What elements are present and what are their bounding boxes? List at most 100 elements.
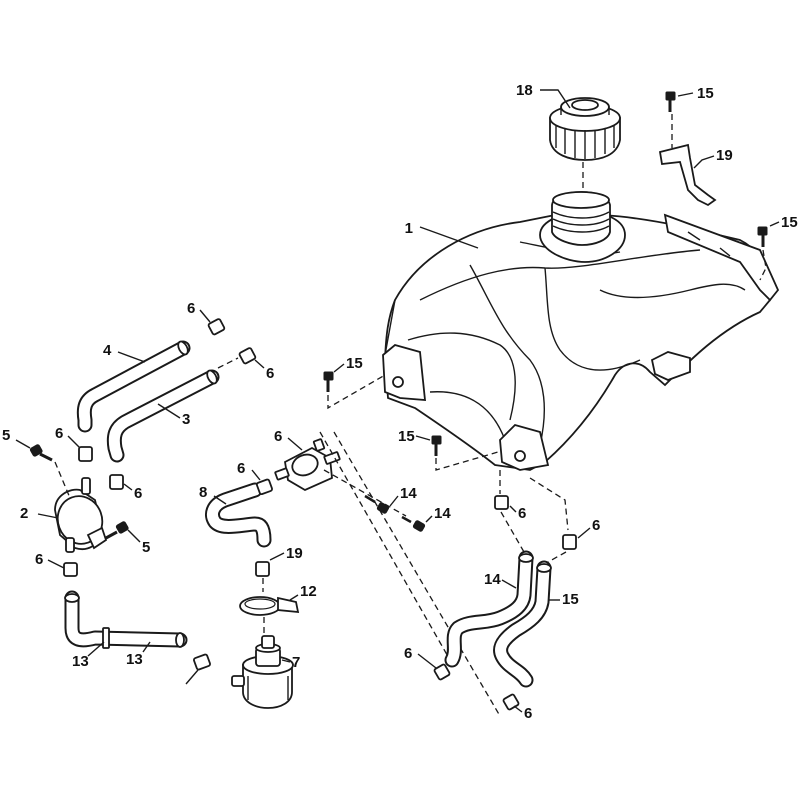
leader-14a: [501, 579, 517, 589]
clip-6-h: [562, 534, 577, 550]
callout-17: 18: [516, 82, 533, 99]
hose-10-11: [64, 590, 188, 649]
bolt-front-mid: [431, 435, 442, 456]
leader-5a: [15, 439, 31, 449]
callout-16: 19: [716, 147, 733, 164]
dashline-petcock-a: [319, 431, 451, 661]
screw-13-a: [364, 494, 390, 514]
fuel-pump: [54, 477, 108, 553]
leader-15a: [677, 92, 694, 97]
leader-13a: [389, 495, 399, 507]
leader-15c: [333, 363, 345, 373]
dashline-6b: [217, 357, 239, 369]
fuel-cap: [549, 97, 621, 161]
callout-15d: 15: [398, 428, 415, 445]
clamp-12: [239, 596, 300, 616]
callout-6a: 6: [187, 300, 195, 317]
dashline-petcock-b: [333, 431, 501, 717]
callout-1: 1: [405, 220, 413, 237]
leader-6a: [199, 309, 211, 323]
callout-6g: 6: [518, 505, 526, 522]
bolt-right: [757, 226, 768, 247]
leader-6g: [509, 505, 517, 513]
leader-7: [281, 659, 291, 663]
callout-14a: 14: [484, 571, 501, 588]
leader-5b: [127, 529, 141, 543]
callout-18: 19: [286, 545, 303, 562]
bolt-top: [665, 91, 676, 112]
leader-15b: [769, 221, 780, 227]
leader-16: [693, 155, 715, 169]
leader-8: [287, 437, 303, 451]
callout-6c: 6: [55, 425, 63, 442]
callout-9: 8: [199, 484, 207, 501]
callout-13b: 14: [434, 505, 451, 522]
callout-14b: 15: [562, 591, 579, 608]
leader-2: [37, 513, 59, 519]
clip-6-g: [494, 495, 509, 510]
callout-5b: 5: [142, 539, 150, 556]
clip-6-d: [109, 474, 124, 490]
leader-6f: [251, 469, 261, 481]
leader-6j: [513, 705, 523, 713]
leader-4: [117, 351, 146, 363]
callout-8: 6: [274, 428, 282, 445]
callout-6d: 6: [134, 485, 142, 502]
callout-15a: 15: [697, 85, 714, 102]
clip-19: [193, 653, 211, 671]
bolt-front-left: [323, 371, 334, 392]
screw-5-b: [105, 521, 129, 540]
fuel-valve: [231, 635, 294, 709]
clip-6-b: [238, 347, 257, 365]
leader-6h: [577, 527, 591, 539]
leader-6b: [254, 359, 265, 369]
callout-6e: 6: [35, 551, 43, 568]
leader-3: [157, 403, 181, 419]
callout-15b: 15: [781, 214, 798, 231]
callout-10: 13: [126, 651, 143, 668]
callout-6j: 6: [524, 705, 532, 722]
bracket: [658, 143, 717, 207]
leader-10: [142, 641, 151, 653]
callout-6i: 6: [404, 645, 412, 662]
leader-1: [419, 226, 479, 249]
hose-3: [106, 369, 220, 463]
callout-7: 7: [292, 654, 300, 671]
leader-19: [185, 669, 199, 685]
leader-9: [213, 495, 227, 505]
hose-14-left: [444, 550, 534, 668]
callout-12: 12: [300, 583, 317, 600]
leader-6i: [417, 653, 437, 669]
hose-4: [76, 340, 191, 433]
leader-6d: [123, 483, 133, 491]
leader-12: [289, 594, 299, 601]
callout-6f: 6: [237, 460, 245, 477]
callout-11: 13: [72, 653, 89, 670]
leader-11: [87, 641, 105, 657]
leader-6c: [67, 435, 81, 449]
callout-6b: 6: [266, 365, 274, 382]
dashline-6h: [529, 477, 569, 531]
dashline-bolt-fm: [435, 451, 499, 471]
petcock: [274, 438, 341, 492]
dashline-bolt-fl: [327, 374, 386, 410]
callout-2: 2: [20, 505, 28, 522]
screw-13-b: [401, 515, 426, 532]
dashline-6h-b: [547, 551, 567, 563]
hose-14-right: [493, 560, 552, 688]
clip-6-a: [207, 318, 226, 336]
clip-6-i: [433, 663, 451, 681]
dashline-petcock-c: [323, 469, 407, 517]
callout-3: 3: [182, 411, 190, 428]
clip-6-c: [78, 446, 93, 462]
hose-9: [205, 482, 272, 548]
leader-18: [269, 552, 285, 561]
screw-5-a: [29, 444, 53, 462]
fuel-tank: [382, 191, 780, 471]
callout-4: 4: [103, 342, 112, 359]
clip-6-f: [255, 478, 273, 496]
clip-6-e: [63, 562, 78, 577]
leader-13b: [425, 515, 433, 523]
callout-6h: 6: [592, 517, 600, 534]
